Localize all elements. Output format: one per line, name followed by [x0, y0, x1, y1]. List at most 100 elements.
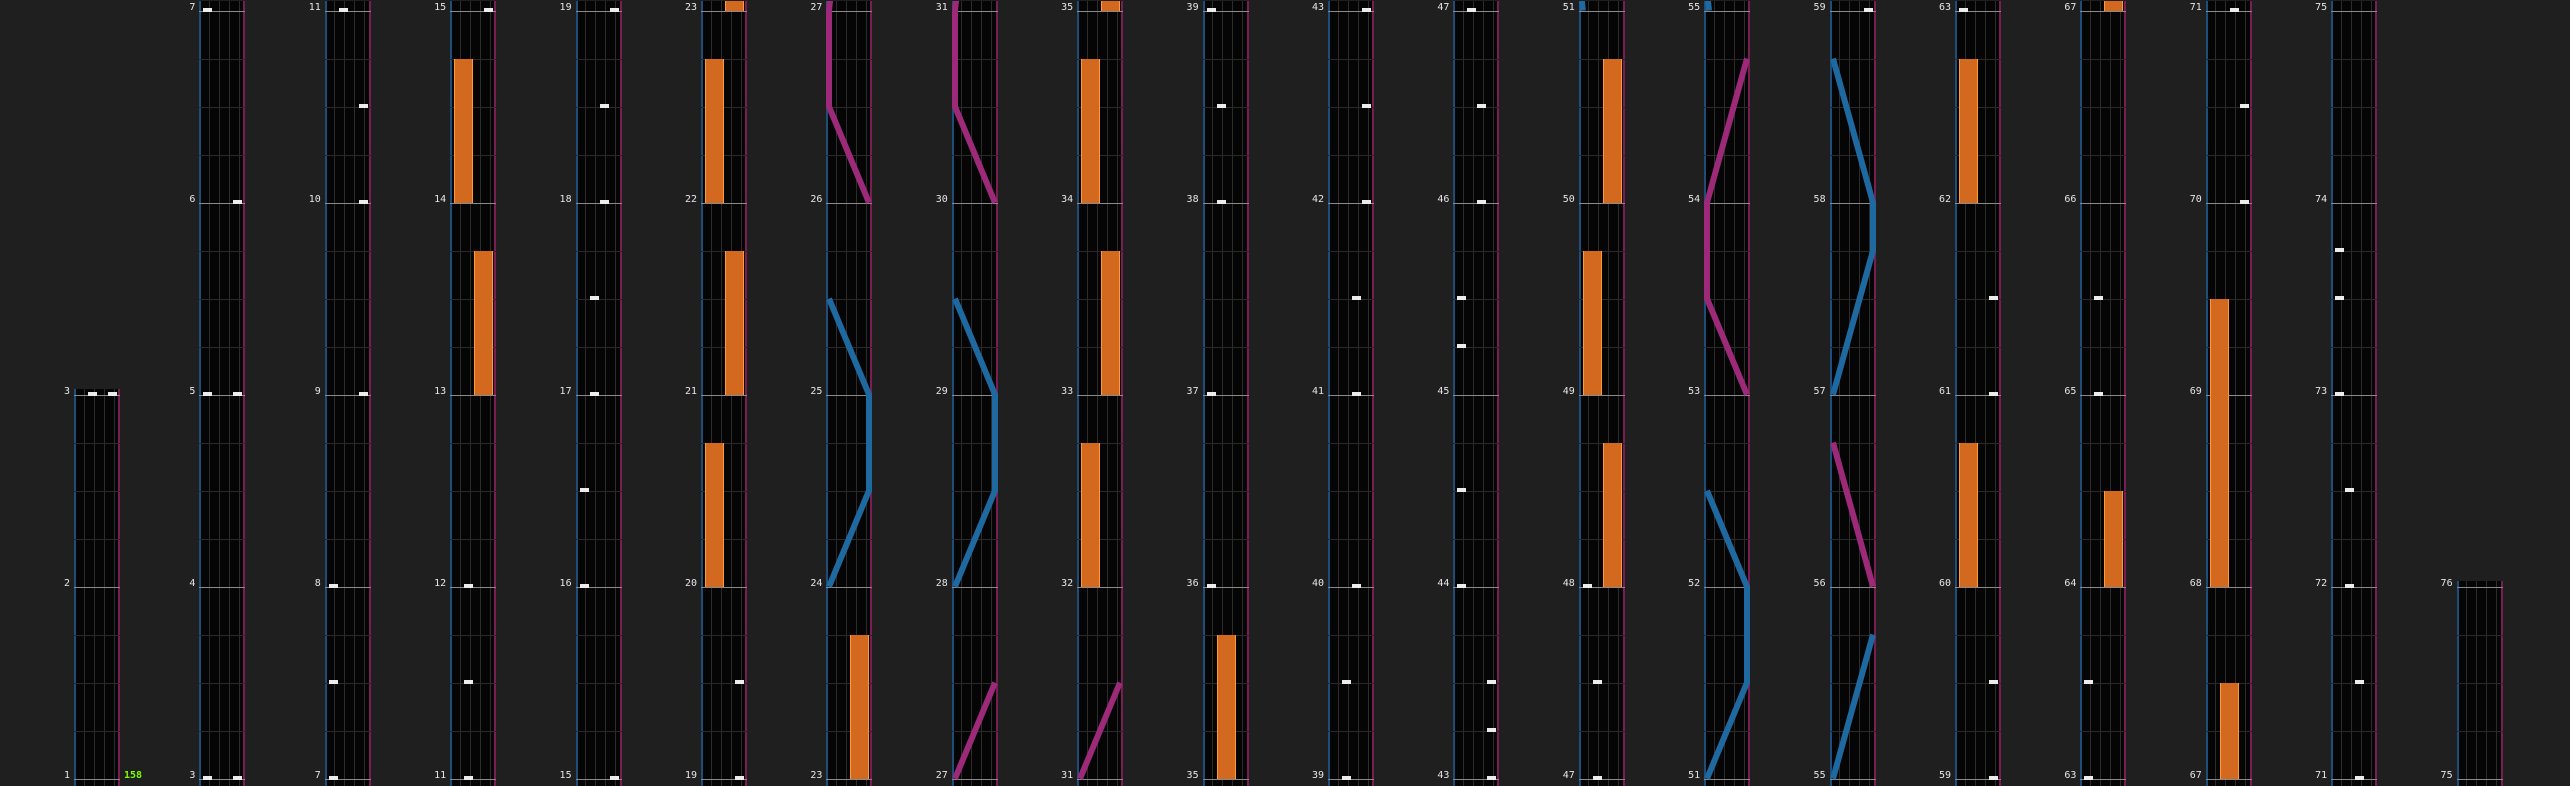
chip-note[interactable]	[1206, 583, 1216, 588]
long-note[interactable]	[2104, 490, 2124, 587]
chip-note[interactable]	[1457, 343, 1467, 348]
chip-note[interactable]	[579, 583, 589, 588]
measure-column[interactable]	[1328, 1, 1374, 786]
chip-note[interactable]	[1352, 391, 1361, 396]
left-laser[interactable]	[1578, 1, 1586, 12]
chip-note[interactable]	[1989, 295, 1998, 300]
chip-note[interactable]	[88, 391, 97, 396]
chip-note[interactable]	[589, 295, 599, 300]
measure-column[interactable]	[2456, 581, 2503, 786]
chip-note[interactable]	[1342, 775, 1351, 780]
long-note[interactable]	[725, 1, 744, 11]
long-note[interactable]	[1216, 634, 1236, 779]
chip-note[interactable]	[1206, 391, 1216, 396]
chip-note[interactable]	[2239, 103, 2249, 108]
chip-note[interactable]	[609, 775, 619, 780]
long-note[interactable]	[1582, 250, 1602, 395]
chip-note[interactable]	[1487, 679, 1497, 684]
long-note[interactable]	[2219, 682, 2239, 779]
chip-note[interactable]	[1477, 199, 1487, 204]
chip-note[interactable]	[2335, 247, 2345, 252]
measure-column[interactable]	[324, 1, 371, 786]
chip-note[interactable]	[1592, 775, 1602, 780]
chip-note[interactable]	[1342, 679, 1351, 684]
chip-note[interactable]	[464, 775, 474, 780]
chip-note[interactable]	[328, 679, 338, 684]
long-note[interactable]	[1959, 58, 1978, 203]
measure-column[interactable]	[701, 1, 747, 786]
chip-note[interactable]	[579, 487, 589, 492]
chip-note[interactable]	[1216, 199, 1226, 204]
measure-column[interactable]	[2331, 1, 2378, 786]
chip-note[interactable]	[1863, 7, 1873, 12]
chip-note[interactable]	[233, 775, 243, 780]
chip-note[interactable]	[2335, 295, 2345, 300]
chip-note[interactable]	[2239, 199, 2249, 204]
chip-note[interactable]	[203, 391, 213, 396]
measure-column[interactable]	[74, 389, 120, 786]
chip-note[interactable]	[2094, 391, 2104, 396]
long-note[interactable]	[1081, 58, 1101, 203]
measure-column[interactable]	[1578, 1, 1625, 786]
long-note[interactable]	[1959, 442, 1978, 587]
chip-note[interactable]	[233, 391, 243, 396]
chip-note[interactable]	[484, 7, 494, 12]
measure-column[interactable]	[1829, 1, 1876, 786]
chip-note[interactable]	[1467, 7, 1477, 12]
long-note[interactable]	[1101, 250, 1121, 395]
chip-note[interactable]	[108, 391, 117, 396]
chip-note[interactable]	[1362, 7, 1371, 12]
chip-note[interactable]	[1206, 7, 1216, 12]
chip-note[interactable]	[589, 391, 599, 396]
chip-note[interactable]	[2084, 679, 2094, 684]
chip-note[interactable]	[358, 103, 368, 108]
long-note[interactable]	[454, 58, 474, 203]
long-note[interactable]	[2209, 298, 2229, 587]
chip-note[interactable]	[1989, 679, 1998, 684]
chip-note[interactable]	[203, 7, 213, 12]
long-note[interactable]	[705, 442, 724, 587]
long-note[interactable]	[1602, 442, 1622, 587]
chip-note[interactable]	[2094, 295, 2104, 300]
chip-note[interactable]	[233, 199, 243, 204]
measure-column[interactable]	[2080, 1, 2127, 786]
measure-column[interactable]	[199, 1, 246, 786]
chip-note[interactable]	[735, 775, 744, 780]
chip-note[interactable]	[1362, 103, 1371, 108]
chip-note[interactable]	[2345, 583, 2355, 588]
chip-note[interactable]	[2355, 775, 2365, 780]
left-laser[interactable]	[1705, 1, 1713, 12]
chip-note[interactable]	[2345, 487, 2355, 492]
long-note[interactable]	[2104, 1, 2124, 11]
chip-note[interactable]	[2355, 679, 2365, 684]
chip-note[interactable]	[358, 199, 368, 204]
chip-note[interactable]	[735, 679, 744, 684]
long-note[interactable]	[1081, 442, 1101, 587]
chip-note[interactable]	[358, 391, 368, 396]
chip-note[interactable]	[328, 583, 338, 588]
chip-note[interactable]	[1352, 583, 1361, 588]
chip-note[interactable]	[1989, 391, 1998, 396]
chip-note[interactable]	[1582, 583, 1592, 588]
chip-note[interactable]	[1457, 583, 1467, 588]
chip-note[interactable]	[1592, 679, 1602, 684]
chip-note[interactable]	[1477, 103, 1487, 108]
measure-column[interactable]	[1202, 1, 1249, 786]
measure-column[interactable]	[2205, 1, 2252, 786]
chip-note[interactable]	[328, 775, 338, 780]
chip-note[interactable]	[338, 7, 348, 12]
measure-column[interactable]	[1453, 1, 1500, 786]
long-note[interactable]	[1602, 58, 1622, 203]
chip-note[interactable]	[2229, 7, 2239, 12]
measure-column[interactable]	[826, 1, 873, 786]
long-note[interactable]	[1101, 1, 1121, 11]
chip-note[interactable]	[464, 583, 474, 588]
chip-note[interactable]	[464, 679, 474, 684]
chip-note[interactable]	[2084, 775, 2094, 780]
chip-note[interactable]	[1487, 775, 1497, 780]
chip-note[interactable]	[599, 199, 609, 204]
chip-note[interactable]	[1487, 727, 1497, 732]
measure-column[interactable]	[575, 1, 622, 786]
measure-column[interactable]	[450, 1, 497, 786]
